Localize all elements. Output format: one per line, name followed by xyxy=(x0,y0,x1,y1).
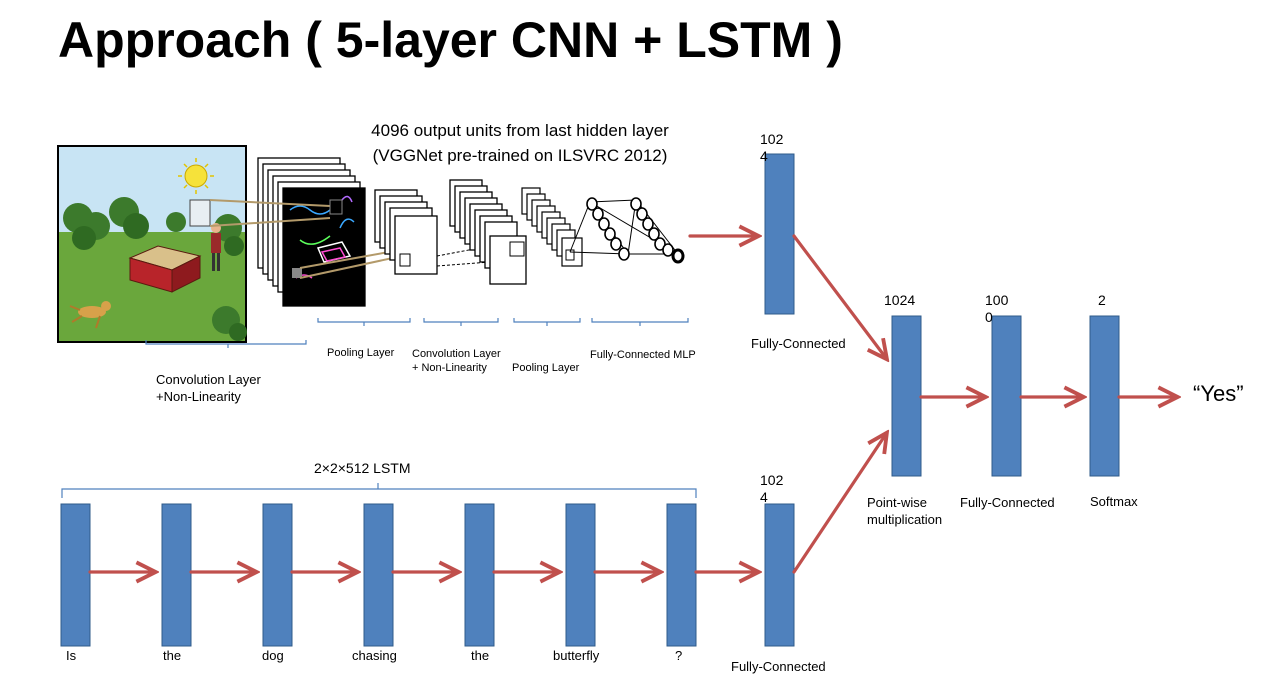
image-fc-size: 1024 xyxy=(760,131,784,164)
lstm-cell xyxy=(464,503,495,647)
tree-icon xyxy=(63,197,247,341)
conv1-label-line2: +Non-Linearity xyxy=(156,389,241,404)
receptive-field-lines xyxy=(209,199,403,279)
conv2-feature-maps xyxy=(449,179,527,285)
pool2-label: Pooling Layer xyxy=(512,362,580,374)
conv1-label: Convolution Layer +Non-Linearity xyxy=(156,371,261,405)
conv1-activation-art xyxy=(289,195,355,279)
question-word-1: Is xyxy=(66,648,77,663)
cnn-caption-line2: (VGGNet pre-trained on ILSVRC 2012) xyxy=(372,146,668,165)
cnn-stage-braces xyxy=(145,318,689,348)
block-group xyxy=(764,153,1120,647)
sandbox-icon xyxy=(128,245,202,293)
sun-icon xyxy=(178,158,214,194)
brace-pool2 xyxy=(513,318,581,326)
softmax-size: 2 xyxy=(1098,292,1106,308)
brace-pool1 xyxy=(317,318,411,326)
mlp-label: Fully-Connected MLP xyxy=(590,349,696,361)
question-fc-size: 1024 xyxy=(760,472,784,505)
fc-1000-label: Fully-Connected xyxy=(960,495,1055,510)
conv2-label: Convolution Layer + Non-Linearity xyxy=(412,347,501,375)
pool1-feature-maps xyxy=(374,189,438,275)
cnn-caption-line1: 4096 output units from last hidden layer xyxy=(371,121,669,140)
conv2-patch xyxy=(509,241,525,257)
mlp-neurons xyxy=(586,197,685,264)
lstm-cell xyxy=(666,503,697,647)
flow-arrows xyxy=(688,234,1176,574)
question-fc-block xyxy=(764,503,795,647)
question-word-4: chasing xyxy=(352,648,397,663)
pointwise-label-line1: Point-wise xyxy=(867,495,927,510)
lstm-cell xyxy=(565,503,596,647)
lstm-cell xyxy=(161,503,192,647)
fc-1000-size: 1000 xyxy=(985,292,1009,325)
brace-conv2 xyxy=(423,318,499,326)
pool2-feature-maps xyxy=(521,187,583,267)
arrow-questionfc-to-pointwise xyxy=(792,434,886,574)
question-word-2: the xyxy=(163,648,182,663)
lstm-label: 2×2×512 LSTM xyxy=(314,460,411,476)
conv1-label-line1: Convolution Layer xyxy=(156,372,261,387)
cnn-caption: 4096 output units from last hidden layer… xyxy=(340,118,700,168)
question-word-6: butterfly xyxy=(553,648,600,663)
question-fc-label: Fully-Connected xyxy=(731,659,826,674)
lstm-cell xyxy=(363,503,394,647)
slide-title: Approach ( 5-layer CNN + LSTM ) xyxy=(58,12,843,68)
brace-conv1 xyxy=(145,340,307,348)
pool1-label: Pooling Layer xyxy=(327,347,395,359)
lstm-cells xyxy=(60,503,697,647)
pool2-patch xyxy=(565,249,575,261)
question-word-5: the xyxy=(471,648,490,663)
lstm-cell xyxy=(262,503,293,647)
softmax-label: Softmax xyxy=(1090,494,1138,509)
pool1-to-conv2-lines xyxy=(436,245,491,267)
arrow-imagefc-to-pointwise xyxy=(792,234,886,358)
fc-1000-block xyxy=(991,315,1022,477)
conv2-label-line1: Convolution Layer xyxy=(412,348,501,360)
question-word-7: ? xyxy=(675,648,683,663)
pointwise-size: 1024 xyxy=(884,292,916,308)
output-answer: “Yes” xyxy=(1193,381,1244,406)
receptive-field-patch xyxy=(189,199,211,227)
lstm-brace xyxy=(61,483,697,498)
softmax-block xyxy=(1089,315,1120,477)
image-fc-block xyxy=(764,153,795,315)
pointwise-label: Point-wise multiplication xyxy=(867,494,942,528)
question-word-3: dog xyxy=(262,648,284,663)
conv1-feature-maps xyxy=(257,157,366,307)
pool1-patch xyxy=(399,253,411,267)
feature-patch xyxy=(329,199,343,215)
brace-mlp xyxy=(591,318,689,326)
pointwise-block xyxy=(891,315,922,477)
image-fc-label: Fully-Connected xyxy=(751,336,846,351)
pointwise-label-line2: multiplication xyxy=(867,512,943,527)
input-scene-image xyxy=(57,145,247,343)
lstm-cell xyxy=(60,503,91,647)
conv2-label-line2: + Non-Linearity xyxy=(412,362,487,374)
dog-icon xyxy=(69,301,111,329)
